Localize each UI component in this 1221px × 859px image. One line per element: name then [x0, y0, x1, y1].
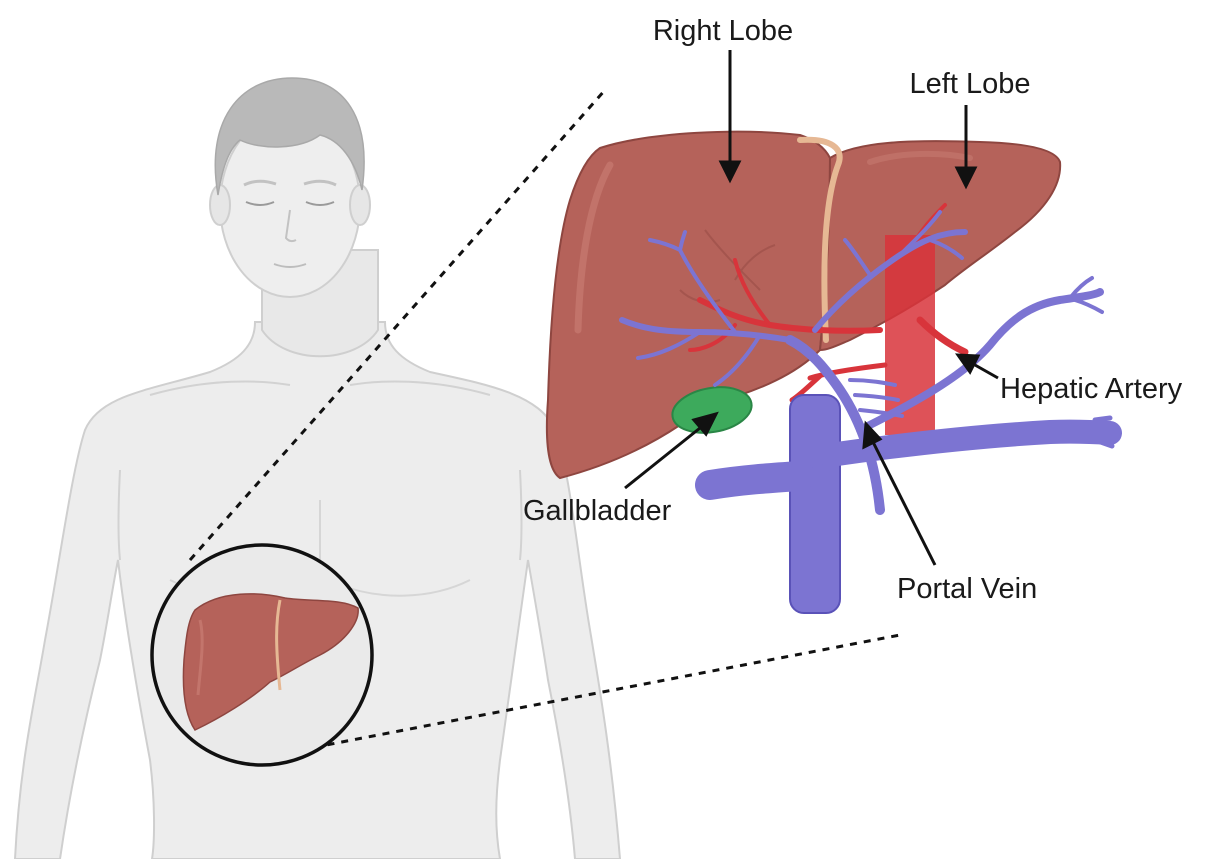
- magnifier: [152, 545, 372, 765]
- label-portal-vein: Portal Vein: [897, 573, 1037, 605]
- right-ear: [350, 185, 370, 225]
- left-ear: [210, 185, 230, 225]
- label-hepatic-artery: Hepatic Artery: [1000, 373, 1183, 405]
- label-gallbladder: Gallbladder: [523, 495, 672, 527]
- arrow-hepatic-artery-line: [975, 365, 998, 378]
- vein-horizontal-left: [710, 476, 800, 485]
- label-right-lobe: Right Lobe: [653, 15, 793, 47]
- label-left-lobe: Left Lobe: [910, 68, 1031, 100]
- vena-cava-trunk: [790, 395, 840, 613]
